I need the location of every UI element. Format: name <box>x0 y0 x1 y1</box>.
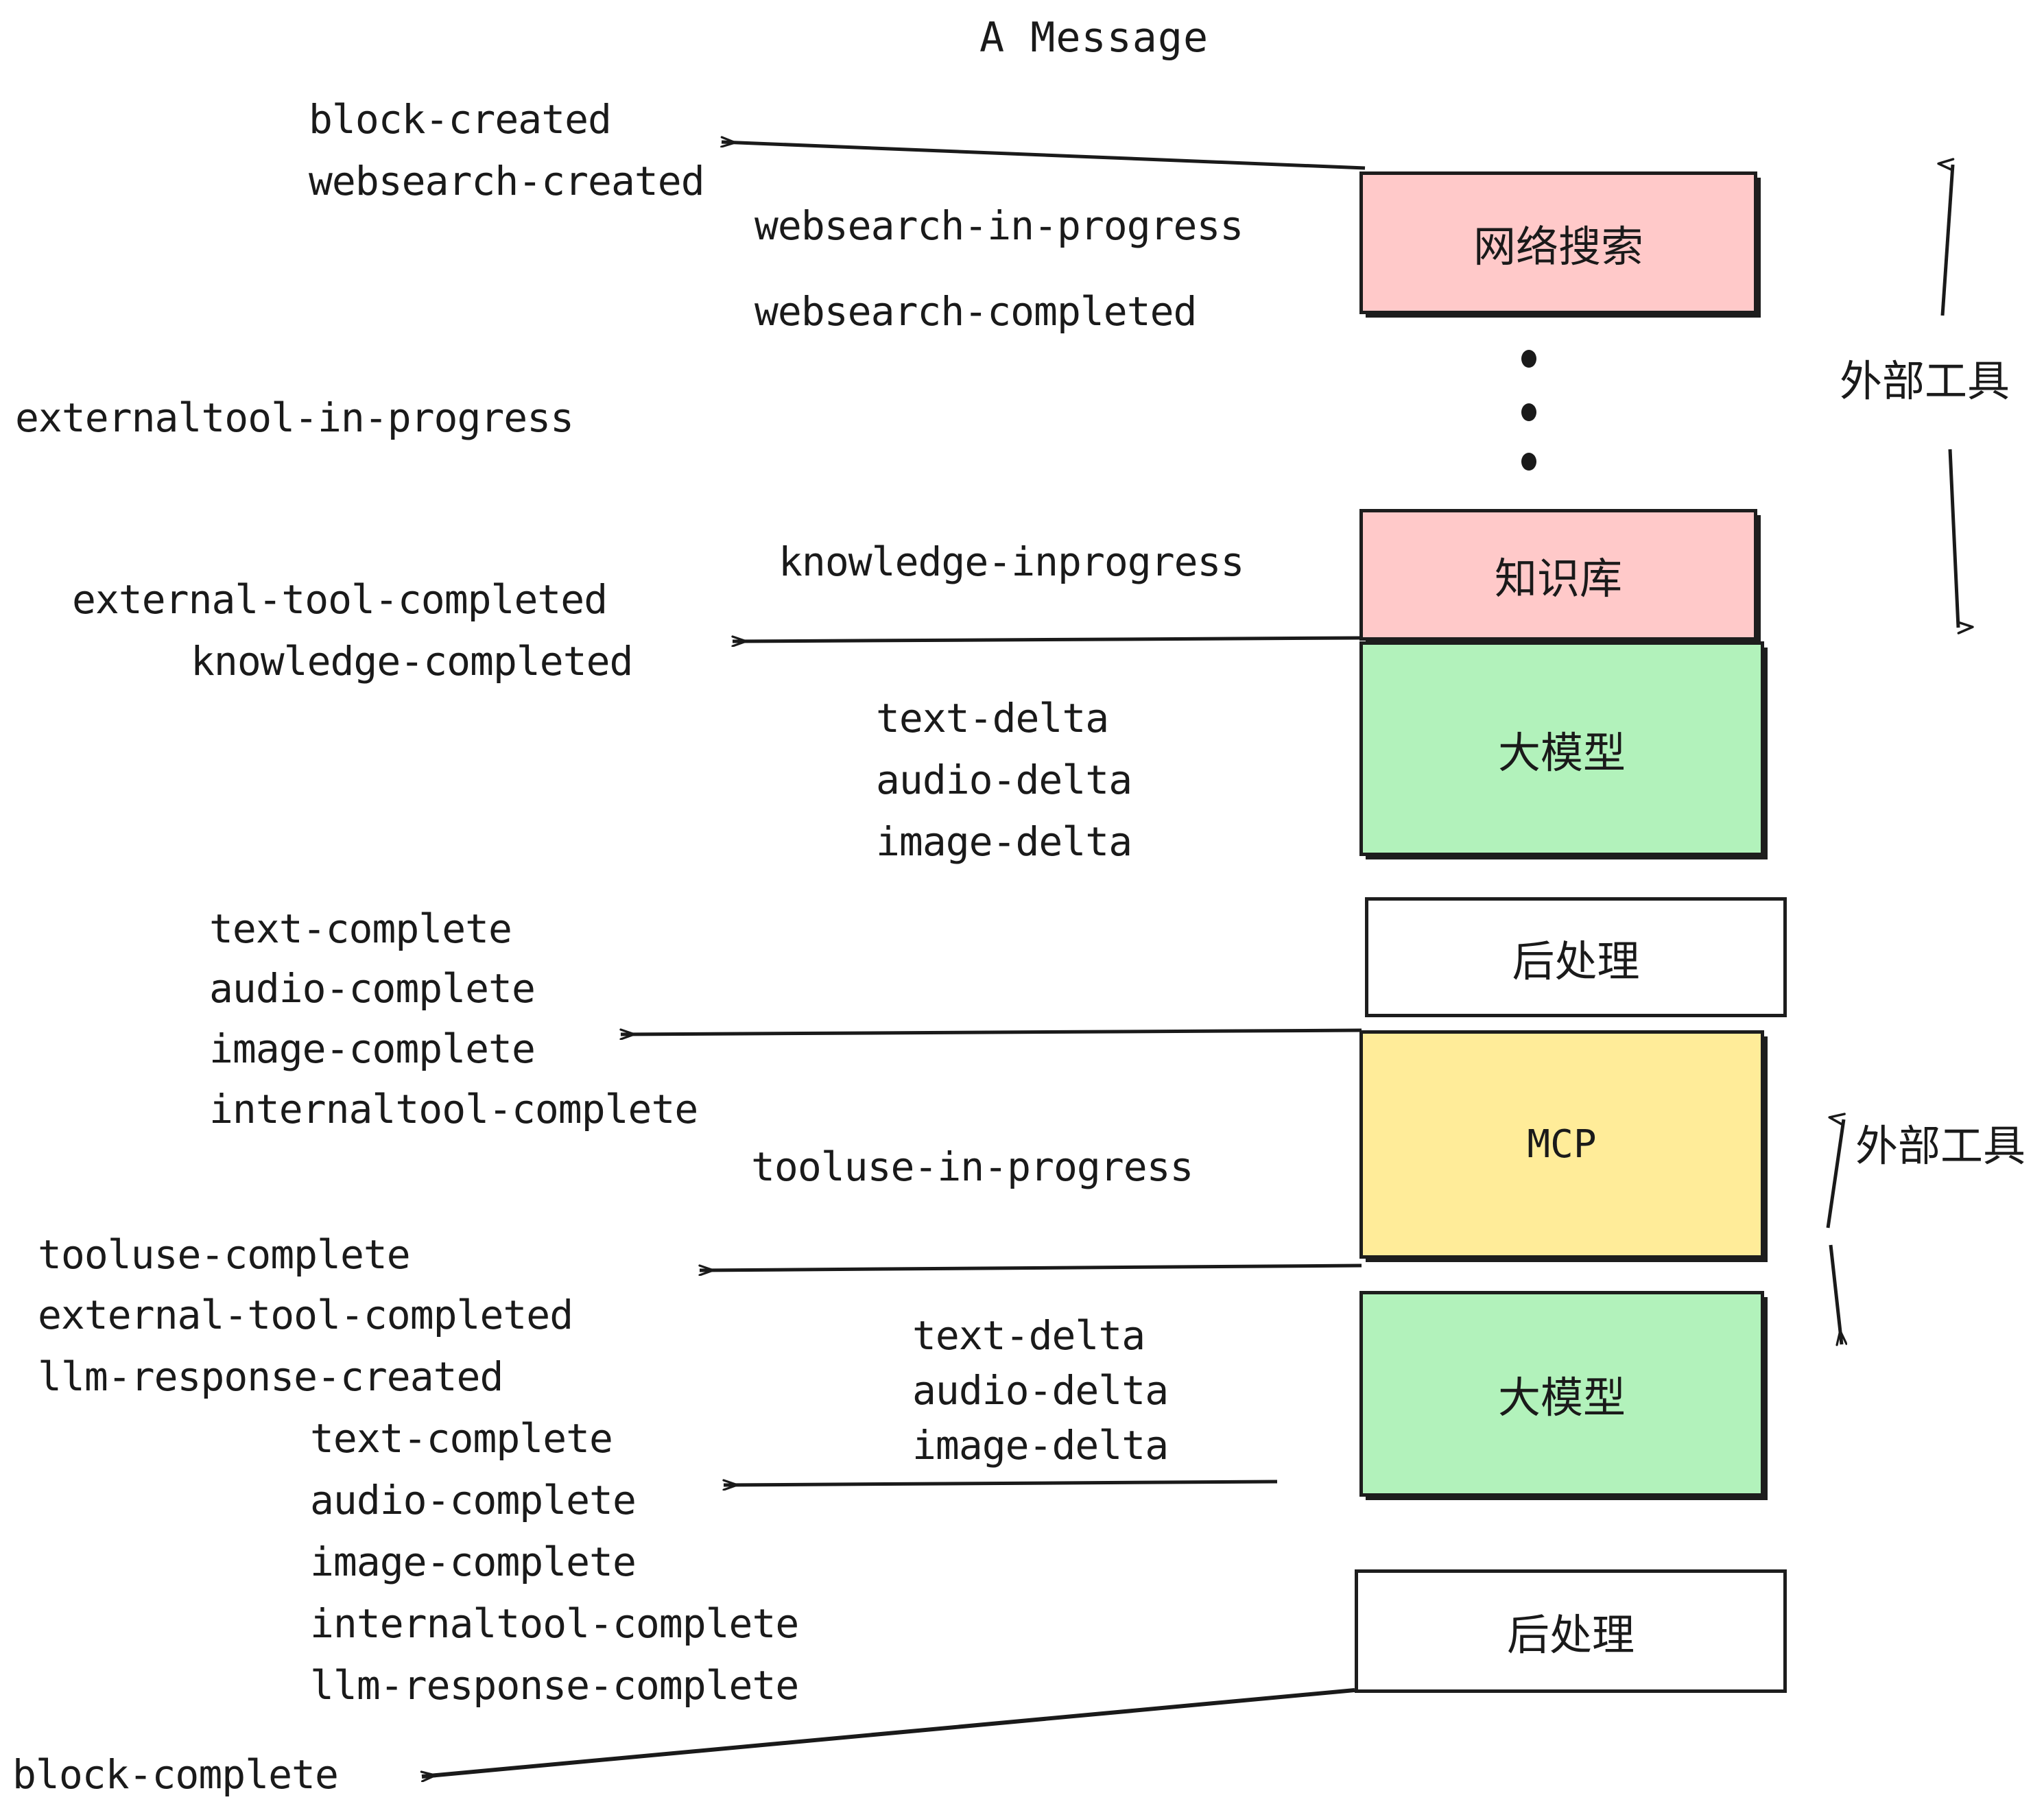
event-block-created: block-created <box>309 96 612 143</box>
event-image-complete-2: image-complete <box>310 1539 637 1585</box>
event-external-tool-completed-2: external-tool-completed <box>38 1292 573 1338</box>
node-postprocess-2[interactable]: 后处理 <box>1355 1569 1787 1693</box>
arrow-external-tool-bottom-up <box>1826 1119 1844 1229</box>
node-websearch-label: 网络搜索 <box>1473 222 1643 272</box>
event-tooluse-complete: tooluse-complete <box>38 1231 411 1278</box>
arrow-external-tool-bottom-down-line <box>1838 1214 1845 1248</box>
arrow-mcp-to-tooluse-complete <box>700 1263 1362 1270</box>
event-internaltool-complete-2: internaltool-complete <box>310 1600 799 1647</box>
node-knowledge-label: 知识库 <box>1494 554 1622 604</box>
event-websearch-created: websearch-created <box>309 158 705 204</box>
event-external-tool-completed-1: external-tool-completed <box>72 576 608 623</box>
arrow-external-tool-bottom-down-real <box>1829 1247 1837 1266</box>
arrow-external-tool-bottom-down <box>1833 1255 1846 1279</box>
event-image-complete-1: image-complete <box>209 1025 536 1072</box>
arrow-external-tool-bottom-down-visible <box>1825 1255 1835 1257</box>
ellipsis-dot-3 <box>1521 453 1536 471</box>
node-llm-1[interactable]: 大模型 <box>1359 641 1764 856</box>
event-image-delta-1: image-delta <box>876 818 1132 865</box>
event-audio-complete-1: audio-complete <box>209 965 536 1012</box>
diagram-title: A Message <box>979 14 1209 62</box>
arrow-external-tool-bottom-downarrow <box>1835 1247 1845 1252</box>
event-text-complete-2: text-complete <box>310 1415 613 1462</box>
arrow-external-tool-bottom-downwards <box>1829 1244 1842 1344</box>
arrow-knowledge-to-completed <box>733 638 1362 641</box>
event-text-delta-1: text-delta <box>876 695 1109 741</box>
event-websearch-completed: websearch-completed <box>754 288 1197 335</box>
node-mcp-label: MCP <box>1527 1122 1597 1167</box>
group-label-external-tool-top: 外部工具 <box>1840 356 2010 406</box>
event-llm-response-complete: llm-response-complete <box>310 1662 799 1709</box>
node-llm-2-label: 大模型 <box>1497 1373 1626 1423</box>
event-image-delta-2: image-delta <box>912 1422 1169 1469</box>
event-externaltool-in-progress: externaltool-in-progress <box>15 394 574 441</box>
event-tooluse-in-progress: tooluse-in-progress <box>751 1143 1193 1190</box>
event-text-delta-2: text-delta <box>912 1312 1145 1359</box>
event-audio-delta-2: audio-delta <box>912 1367 1169 1414</box>
arrow-external-tool-top-up <box>1942 165 1955 316</box>
event-knowledge-completed: knowledge-completed <box>191 638 633 685</box>
ellipsis-dot-1 <box>1521 350 1536 368</box>
node-websearch[interactable]: 网络搜索 <box>1359 171 1757 314</box>
node-postprocess-1-label: 后处理 <box>1512 936 1640 986</box>
node-llm-1-label: 大模型 <box>1497 727 1626 778</box>
arrow-external-tool-down-bottom <box>1833 1257 1846 1269</box>
arrow-external-bottom-down-final-shaft <box>1827 1248 1840 1261</box>
event-audio-delta-1: audio-delta <box>876 757 1132 803</box>
arrow-external-tool-bottom-down-shaft <box>1826 1261 1837 1268</box>
arrow-postprocess1-to-imagecomplete <box>621 1030 1362 1034</box>
node-mcp[interactable]: MCP <box>1359 1030 1764 1259</box>
node-knowledge[interactable]: 知识库 <box>1359 509 1757 641</box>
group-label-external-tool-bottom: 外部工具 <box>1855 1121 2026 1171</box>
arrow-external-tool-top-down <box>1948 449 1958 628</box>
node-postprocess-2-label: 后处理 <box>1506 1610 1635 1660</box>
node-postprocess-1[interactable]: 后处理 <box>1365 897 1787 1017</box>
event-llm-response-created: llm-response-created <box>38 1353 503 1400</box>
event-knowledge-inprogress: knowledge-inprogress <box>779 538 1244 585</box>
ellipsis-dot-2 <box>1521 403 1536 421</box>
arrow-external-tool-bottom-down2 <box>1837 1259 1845 1266</box>
event-internaltool-complete-1: internaltool-complete <box>209 1086 698 1132</box>
event-websearch-in-progress: websearch-in-progress <box>754 202 1244 249</box>
event-block-complete: block-complete <box>12 1751 339 1798</box>
arrow-llm2-to-audiocomplete <box>724 1482 1278 1485</box>
event-text-complete-1: text-complete <box>209 905 512 952</box>
arrow-websearch-to-blockcreated <box>722 142 1366 170</box>
arrow-external-tool-bottom-down-final <box>1833 1166 1845 1259</box>
arrow-external-tool-bottom-down-main <box>1833 1238 1840 1242</box>
event-audio-complete-2: audio-complete <box>310 1477 637 1523</box>
node-llm-2[interactable]: 大模型 <box>1359 1291 1764 1497</box>
